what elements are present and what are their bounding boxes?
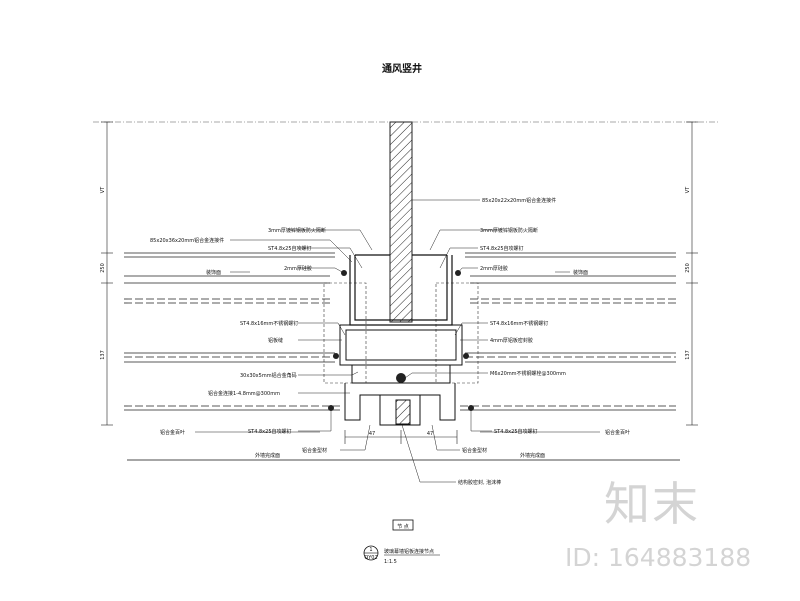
detail-number: 1 [369,547,372,553]
label-top-left-fastener: 85x20x36x20mm铝合金连接件 [150,237,224,244]
dim-right-upper: VT [685,186,691,193]
stamp-box [392,519,414,531]
leader-lines [195,199,600,483]
label-left-screw-bot: ST4.8x25自攻螺钉 [248,428,292,435]
watermark-logo: 知末 [604,477,700,531]
label-right-fill: 4mm厚铝板密封胶 [490,337,533,344]
label-left-bolt: 铝合金连接1-4.8mm@300mm [208,390,280,397]
label-right-bottom: 铝合金百叶 [605,429,630,436]
label-right-screw-mid: ST4.8x16mm不锈钢螺钉 [490,320,548,327]
dim-bottom-left: 47 [369,431,375,437]
label-left-profile: 铝合金型材 [302,447,327,454]
screw-right-bot [468,405,474,411]
label-left-panel: 装饰面 [206,269,221,276]
label-right-profile: 铝合金型材 [462,447,487,454]
label-right-screw-top: ST4.8x25自攻螺钉 [480,245,524,252]
label-left-screw-top: ST4.8x25自攻螺钉 [268,245,312,252]
detail-caption: 玻璃幕墙铝板连接节点 [384,548,434,555]
dim-left-mid: 250 [100,263,106,273]
detail-callout [363,545,379,561]
screw-left-bot [328,405,334,411]
label-left-screw-mid: ST4.8x16mm不锈钢螺钉 [240,320,298,327]
detail-scale: 1:1.5 [384,559,397,565]
label-left-bottom: 铝合金百叶 [160,429,185,436]
dim-right-mid: 250 [685,263,691,273]
label-left-steel-plate: 3mm厚镀锌钢板防火隔断 [268,227,326,234]
bottom-dimension [344,430,458,444]
detail-ref: QY02 [364,555,377,561]
stamp-text: 节 点 [397,524,409,530]
mullion-profile [339,324,463,426]
label-right-panel: 装饰面 [573,269,588,276]
label-center-note: 结构胶密封, 泡沫棒 [458,479,501,486]
right-dimension-chain [686,121,698,426]
watermark-id: ID: 164883188 [565,543,752,572]
label-right-sealant: 2mm厚硅胶 [480,265,508,272]
label-right-steel-plate: 3mm厚镀锌钢板防火隔断 [480,227,538,234]
screw-right-mid [463,353,469,359]
central-wall [389,121,413,323]
drawing-title: 通风竖井 [382,62,422,75]
dim-left-lower: 137 [100,350,106,360]
foam-rod [395,399,411,425]
dim-bottom-right: 47 [427,431,433,437]
label-top-right-fastener: 85x20x22x20mm铝合金连接件 [482,197,556,204]
label-right-finish-line: 外墙完成面 [520,452,545,459]
panel-layers [124,252,676,411]
label-right-screw-bot: ST4.8x25自攻螺钉 [494,428,538,435]
dim-left-upper: VT [100,186,106,193]
left-dimension-chain [101,121,113,426]
bolt-head [396,373,406,383]
label-left-sealant: 2mm厚硅胶 [284,265,312,272]
label-left-fill: 铝板缝 [268,337,283,344]
label-left-angle: 30x30x5mm铝合金角码 [240,372,297,379]
label-right-bolt: M6x20mm不锈钢螺栓@300mm [490,370,566,377]
screw-left-mid [333,353,339,359]
label-left-finish-line: 外墙完成面 [255,452,280,459]
dim-right-lower: 137 [685,350,691,360]
panel-dashed-lines [124,298,676,407]
